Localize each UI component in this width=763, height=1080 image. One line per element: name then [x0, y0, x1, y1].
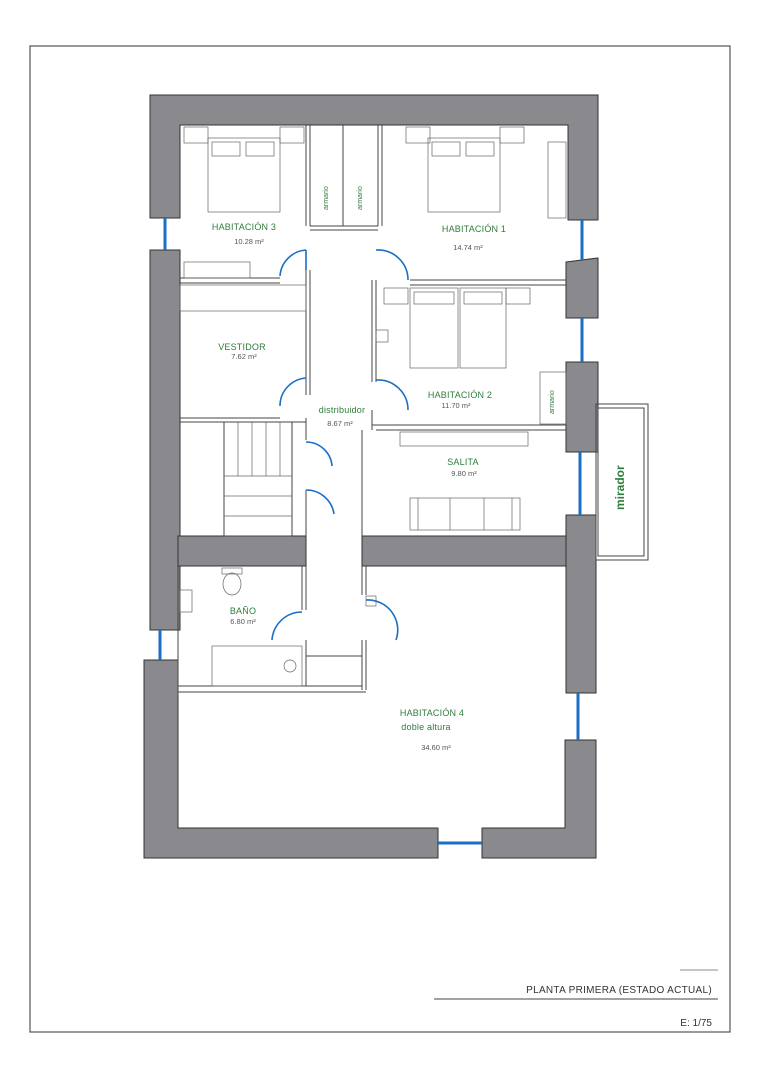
salita-name: SALITA: [447, 457, 479, 467]
hab4-area: 34.60 m²: [421, 743, 451, 752]
armario-label-3: armario: [549, 390, 556, 414]
doors: [271, 249, 409, 641]
hab2-area: 11.70 m²: [441, 401, 471, 410]
exterior-walls: [143, 94, 599, 859]
armario-label-1: armario: [323, 186, 330, 210]
room-labels: armario armario armario HABITACIÓN 3 10.…: [212, 186, 556, 752]
hab4-subtitle: doble altura: [401, 722, 450, 732]
salita-area: 9.80 m²: [451, 469, 477, 478]
armario-label-2: armario: [357, 186, 364, 210]
hab4-name: HABITACIÓN 4: [400, 708, 464, 718]
hab2-name: HABITACIÓN 2: [428, 390, 492, 400]
mirador-label: mirador: [613, 465, 627, 510]
plan-title: PLANTA PRIMERA (ESTADO ACTUAL): [526, 985, 712, 996]
bano-name: BAÑO: [230, 606, 256, 616]
hab1-area: 14.74 m²: [453, 243, 483, 252]
staircase: [223, 421, 293, 537]
distribuidor-name: distribuidor: [319, 405, 365, 415]
vestidor-name: VESTIDOR: [218, 342, 266, 352]
plan-scale: E: 1/75: [680, 1018, 712, 1029]
furniture: [179, 126, 567, 687]
bano-area: 6.80 m²: [230, 617, 256, 626]
hab3-area: 10.28 m²: [234, 237, 264, 246]
hab1-name: HABITACIÓN 1: [442, 224, 506, 234]
distribuidor-area: 8.67 m²: [327, 419, 353, 428]
hab3-name: HABITACIÓN 3: [212, 222, 276, 232]
title-block: PLANTA PRIMERA (ESTADO ACTUAL) E: 1/75: [434, 969, 718, 1029]
vestidor-area: 7.62 m²: [231, 352, 257, 361]
sheet-border: [29, 45, 731, 1033]
windows: [158, 218, 584, 845]
mirador-bay: mirador: [595, 403, 649, 561]
